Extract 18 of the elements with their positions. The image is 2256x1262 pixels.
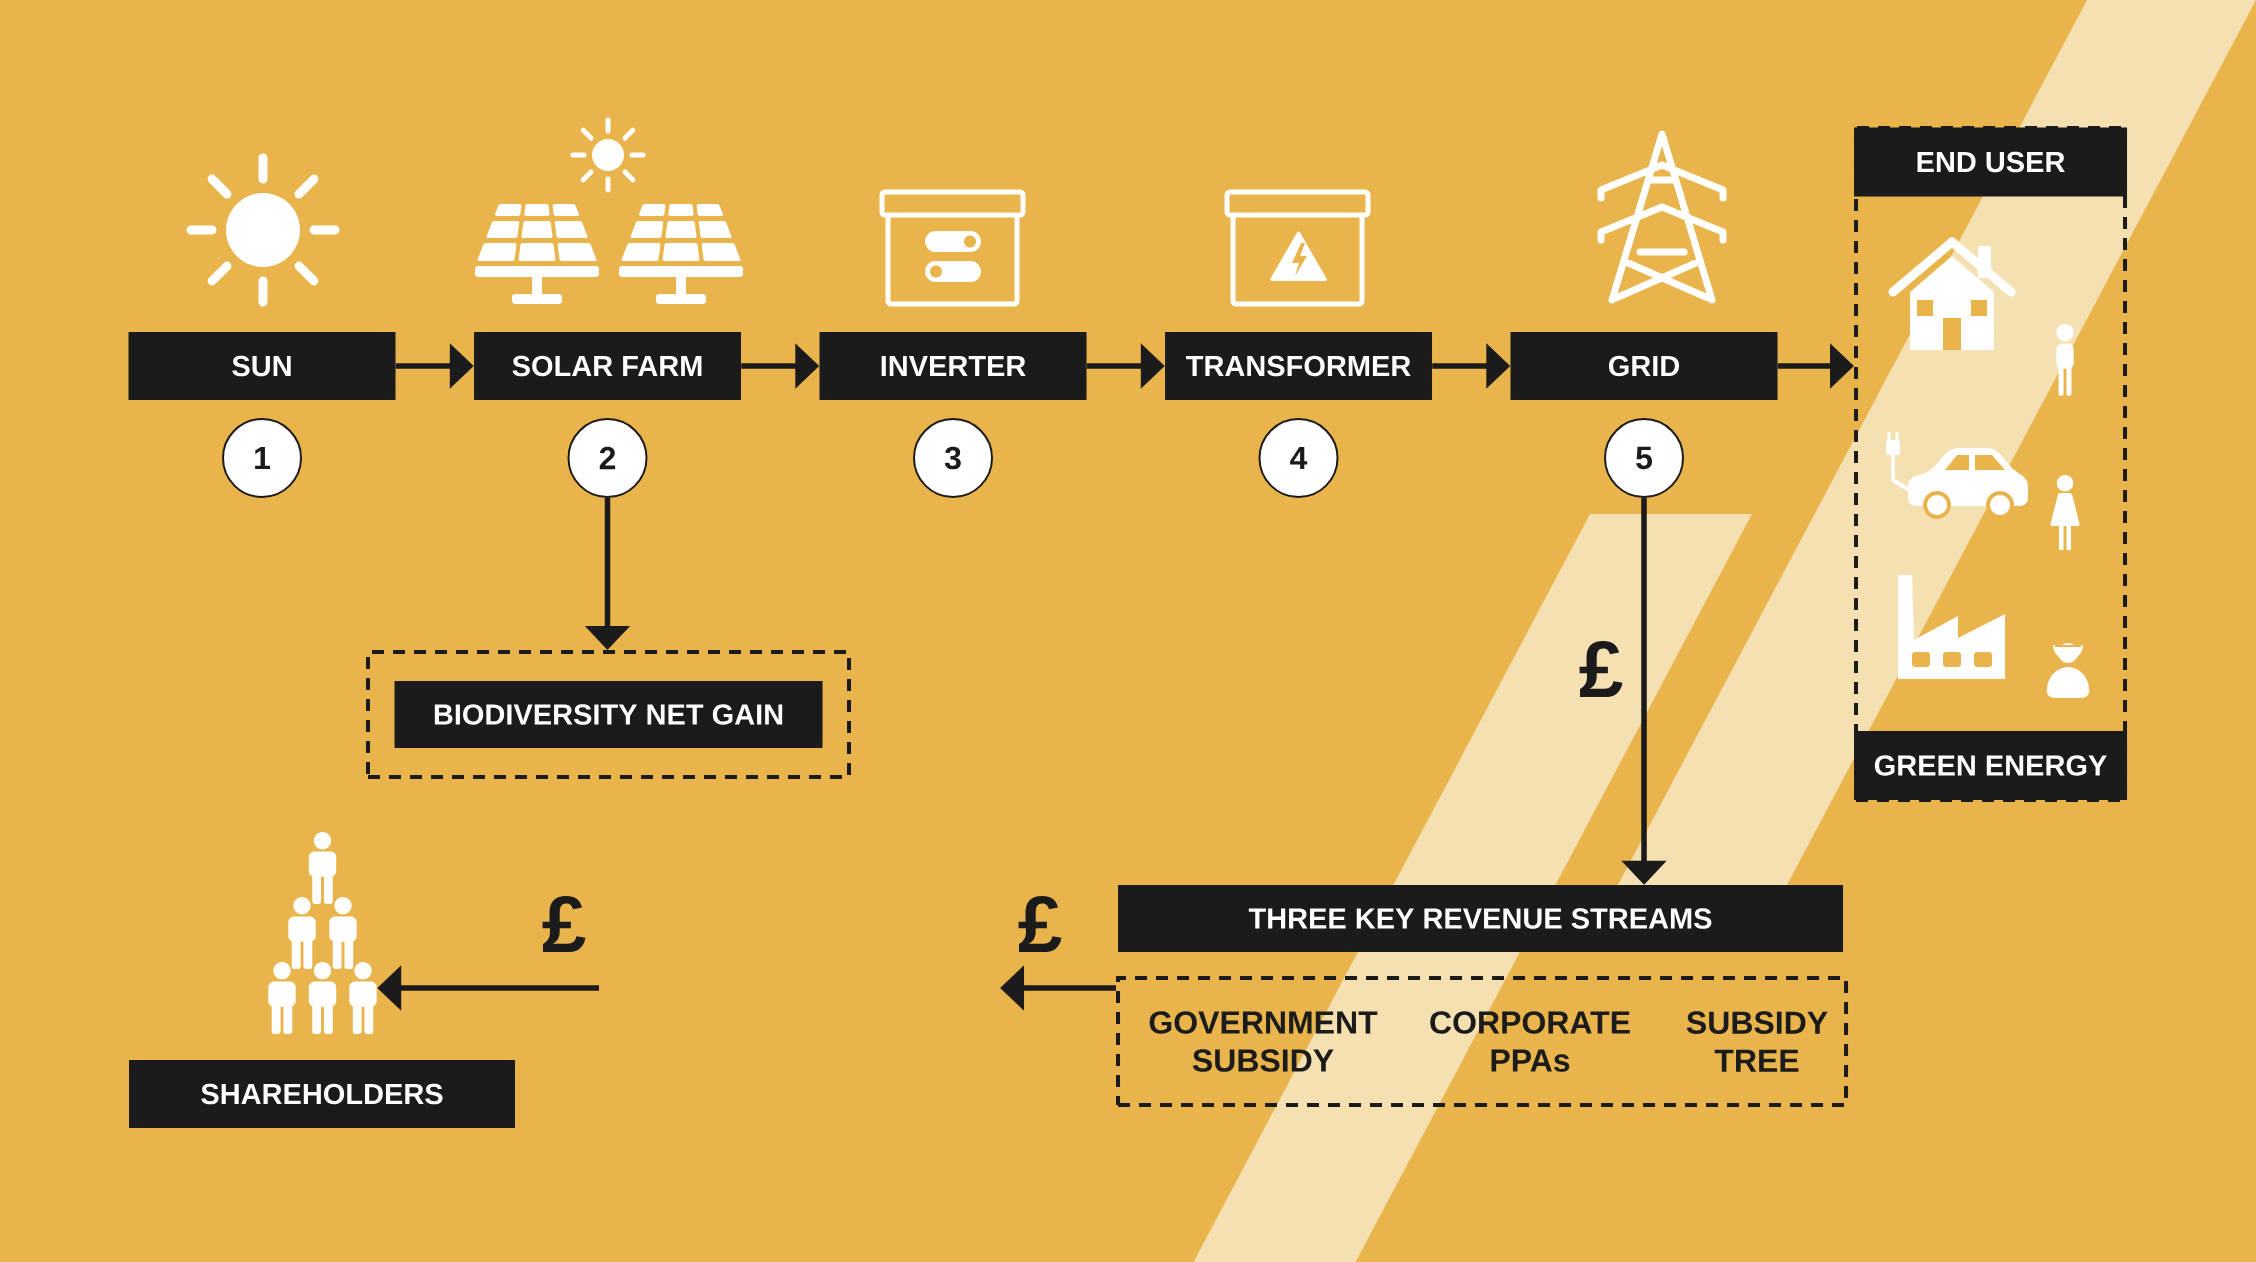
edge-label: £ [1018,896,1062,952]
category-label: GOVERNMENT SUBSIDY [1149,1011,1378,1072]
label-box: SUN [128,332,396,400]
step-number: 5 [1604,418,1684,498]
label-box: SHAREHOLDERS [129,1060,515,1128]
people-icon [268,832,377,1034]
dashed-frame [366,650,851,779]
footer-bar: GREEN ENERGY [1854,731,2128,800]
edge-label: £ [542,896,586,952]
step-number: 2 [567,418,648,498]
edge-label: £ [1579,641,1623,697]
category-label: SUBSIDY TREE [1686,1011,1828,1072]
step-number: 1 [222,418,302,498]
header-bar: END USER [1854,127,2128,197]
step-number: 3 [913,418,993,498]
label-box: BIODIVERSITY NET GAIN [394,681,823,748]
category-label: CORPORATE PPAs [1430,1011,1630,1072]
step-number: 4 [1258,418,1339,498]
